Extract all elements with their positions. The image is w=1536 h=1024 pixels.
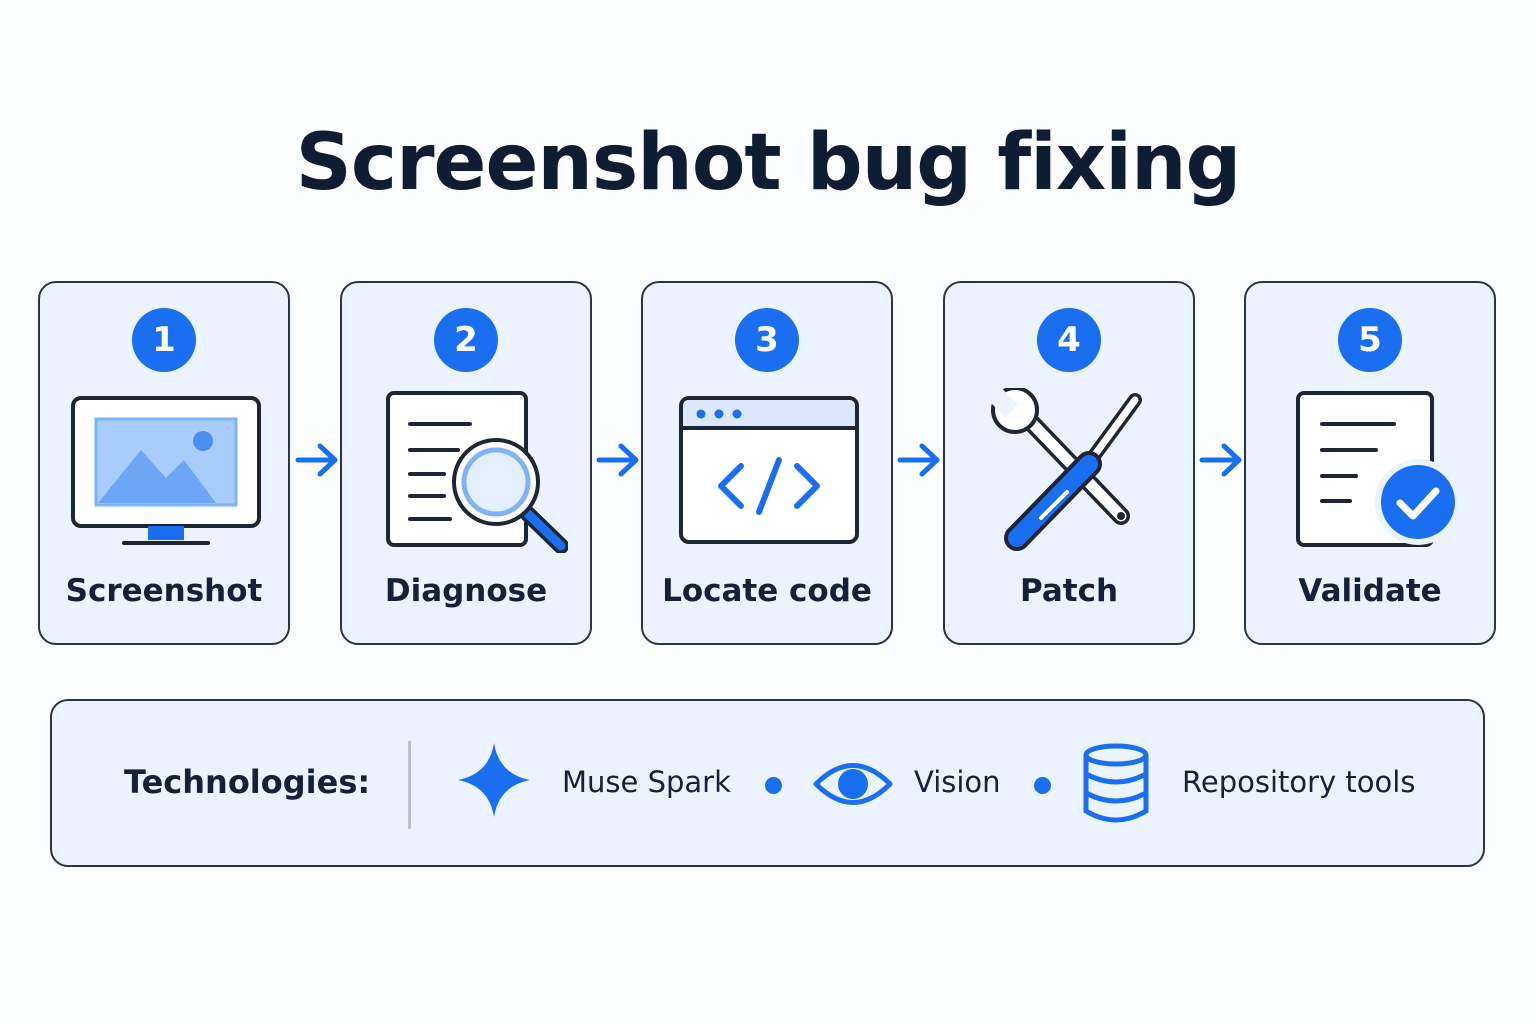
database-icon xyxy=(1083,743,1149,823)
monitor-image-icon xyxy=(71,396,261,545)
document-check-icon xyxy=(1296,391,1461,547)
step-number-badge: 4 xyxy=(1037,308,1101,372)
document-magnifier-icon xyxy=(386,391,568,553)
tech-label-muse-spark: Muse Spark xyxy=(562,765,731,799)
step-patch: 4 Patch xyxy=(943,281,1195,645)
divider xyxy=(408,741,411,829)
step-label: Locate code xyxy=(662,573,872,609)
separator-dot xyxy=(765,777,782,794)
page-title: Screenshot bug fixing xyxy=(295,118,1242,208)
step-number-badge: 5 xyxy=(1338,308,1402,372)
separator-dot xyxy=(1034,777,1051,794)
eye-icon xyxy=(813,763,893,805)
step-label: Diagnose xyxy=(384,573,548,609)
technologies-heading: Technologies: xyxy=(124,763,371,801)
step-label: Screenshot xyxy=(65,573,263,609)
wrench-screwdriver-icon xyxy=(986,388,1142,551)
step-number-badge: 2 xyxy=(434,308,498,372)
tech-label-vision: Vision xyxy=(914,765,1001,799)
arrow-right-icon xyxy=(596,443,639,477)
step-number-badge: 3 xyxy=(735,308,799,372)
step-validate: 5 Validate xyxy=(1244,281,1496,645)
tech-label-repository-tools: Repository tools xyxy=(1182,765,1416,799)
step-locate-code: 3 Locate code xyxy=(641,281,893,645)
arrow-right-icon xyxy=(1199,443,1242,477)
arrow-right-icon xyxy=(295,443,338,477)
technologies-panel: Technologies: Muse Spark Vision Reposito… xyxy=(50,699,1485,867)
sparkle-icon xyxy=(458,743,530,817)
arrow-right-icon xyxy=(897,443,940,477)
code-window-icon xyxy=(679,396,859,544)
step-label: Validate xyxy=(1298,573,1442,609)
step-number-badge: 1 xyxy=(132,308,196,372)
step-screenshot: 1 Screenshot xyxy=(38,281,290,645)
step-diagnose: 2 Diagnose xyxy=(340,281,592,645)
step-label: Patch xyxy=(1019,573,1119,609)
